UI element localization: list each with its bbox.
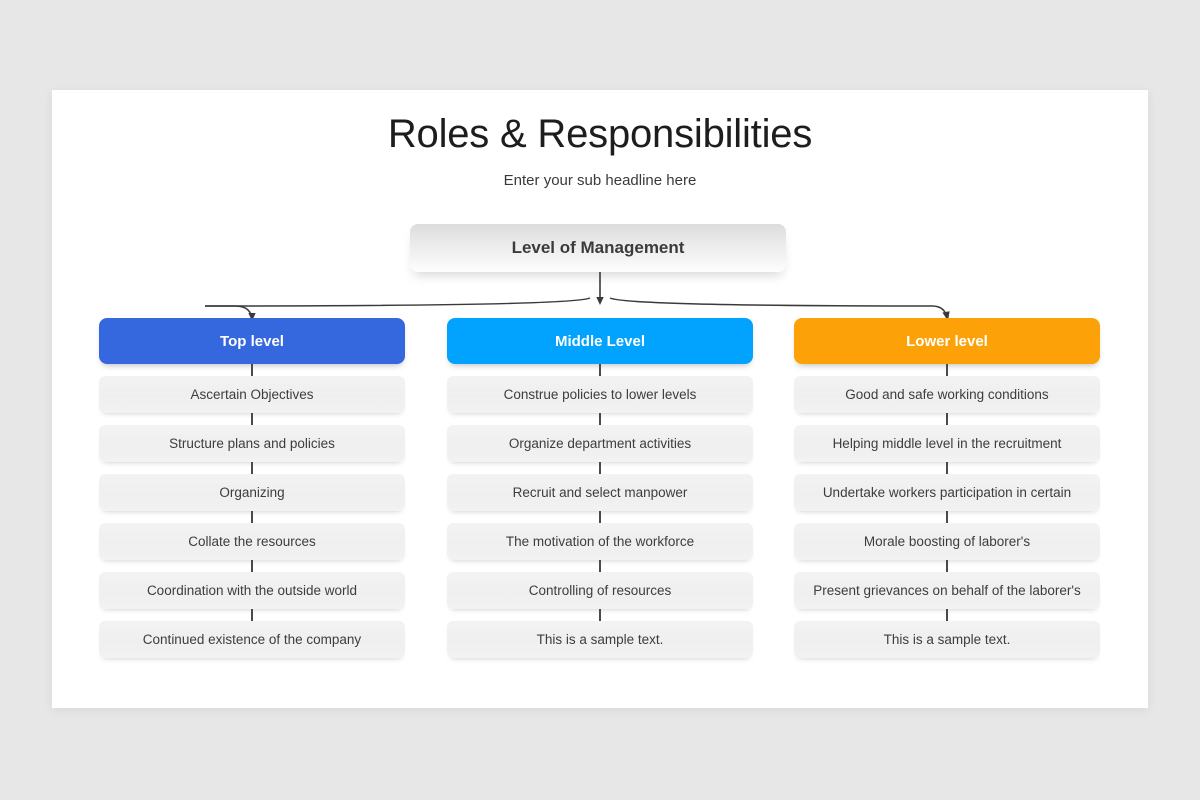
list-item-label: Helping middle level in the recruitment (832, 436, 1062, 451)
list-item-label: This is a sample text. (536, 632, 664, 647)
column-middle-level: Middle Level Construe policies to lower … (447, 318, 753, 658)
column-header-label: Middle Level (554, 332, 646, 350)
connector-tick (251, 511, 253, 523)
list-item-label: Organize department activities (508, 436, 692, 451)
list-item-label: Collate the resources (188, 534, 316, 549)
connector-tick (251, 560, 253, 572)
list-item-label: Construe policies to lower levels (503, 387, 697, 402)
column-header-label: Top level (220, 332, 284, 350)
connector-tick (946, 413, 948, 425)
list-item[interactable]: Undertake workers participation in certa… (794, 462, 1100, 511)
connector-tick (251, 462, 253, 474)
list-item[interactable]: This is a sample text. (447, 609, 753, 658)
connector-tick (946, 511, 948, 523)
list-item-label: Ascertain Objectives (190, 387, 314, 402)
column-item-list: Ascertain Objectives Structure plans and… (99, 364, 405, 658)
list-item[interactable]: Recruit and select manpower (447, 462, 753, 511)
list-item[interactable]: Ascertain Objectives (99, 364, 405, 413)
list-item-label: Recruit and select manpower (512, 485, 688, 500)
list-item-label: The motivation of the workforce (505, 534, 695, 549)
list-item[interactable]: Organizing (99, 462, 405, 511)
list-item[interactable]: Good and safe working conditions (794, 364, 1100, 413)
list-item[interactable]: Coordination with the outside world (99, 560, 405, 609)
list-item-label: Continued existence of the company (142, 632, 362, 647)
root-node-label: Level of Management (511, 238, 685, 257)
connector-bus-right (609, 297, 933, 307)
list-item[interactable]: Controlling of resources (447, 560, 753, 609)
list-item[interactable]: The motivation of the workforce (447, 511, 753, 560)
page-title: Roles & Responsibilities (387, 112, 813, 156)
column-header-top-level[interactable]: Top level (99, 318, 405, 364)
connector-tick (599, 413, 601, 425)
connector-tick (251, 364, 253, 376)
connector-right-elbow (931, 305, 948, 319)
list-item[interactable]: Structure plans and policies (99, 413, 405, 462)
list-item[interactable]: Present grievances on behalf of the labo… (794, 560, 1100, 609)
connector-bus-left (204, 297, 591, 307)
connector-center-arrowhead (596, 297, 604, 305)
list-item-label: Coordination with the outside world (146, 583, 358, 598)
column-top-level: Top level Ascertain Objectives Structure… (99, 318, 405, 658)
list-item-label: Controlling of resources (528, 583, 672, 598)
column-header-label: Lower level (906, 332, 988, 350)
list-item-label: Structure plans and policies (169, 436, 335, 451)
column-header-lower-level[interactable]: Lower level (794, 318, 1100, 364)
connector-tick (251, 609, 253, 621)
connector-tick (599, 462, 601, 474)
list-item-label: Morale boosting of laborer's (863, 534, 1031, 549)
column-item-list: Construe policies to lower levels Organi… (447, 364, 753, 658)
connector-tick (946, 560, 948, 572)
column-item-list: Good and safe working conditions Helping… (794, 364, 1100, 658)
connector-tick (599, 364, 601, 376)
list-item[interactable]: Organize department activities (447, 413, 753, 462)
connector-tick (599, 511, 601, 523)
connector-tick (946, 364, 948, 376)
list-item[interactable]: Continued existence of the company (99, 609, 405, 658)
list-item[interactable]: Construe policies to lower levels (447, 364, 753, 413)
list-item[interactable]: This is a sample text. (794, 609, 1100, 658)
list-item-label: This is a sample text. (883, 632, 1011, 647)
list-item-label: Undertake workers participation in certa… (822, 485, 1072, 500)
slide-canvas: Roles & Responsibilities Enter your sub … (52, 90, 1148, 708)
connector-tick (946, 462, 948, 474)
list-item-label: Good and safe working conditions (845, 387, 1049, 402)
list-item-label: Organizing (219, 485, 285, 500)
connector-tick (599, 609, 601, 621)
list-item[interactable]: Collate the resources (99, 511, 405, 560)
page-subtitle: Enter your sub headline here (503, 172, 697, 189)
list-item-label: Present grievances on behalf of the labo… (813, 583, 1081, 598)
root-node[interactable]: Level of Management (410, 224, 786, 272)
connector-tick (599, 560, 601, 572)
list-item[interactable]: Helping middle level in the recruitment (794, 413, 1100, 462)
column-lower-level: Lower level Good and safe working condit… (794, 318, 1100, 658)
column-header-middle-level[interactable]: Middle Level (447, 318, 753, 364)
list-item[interactable]: Morale boosting of laborer's (794, 511, 1100, 560)
connector-tick (251, 413, 253, 425)
connector-tick (946, 609, 948, 621)
